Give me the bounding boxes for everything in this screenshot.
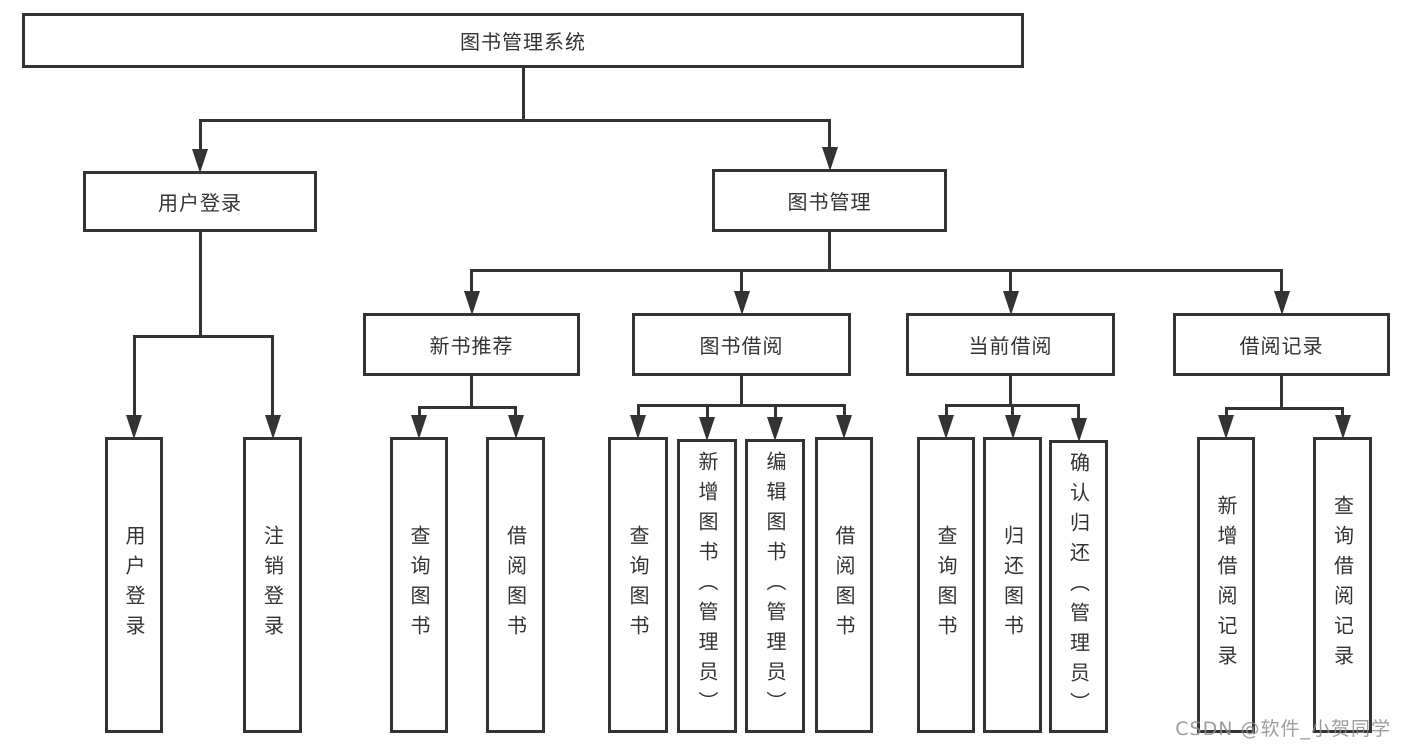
connector-branch-of-user-login: [132, 334, 274, 338]
connector-stem-to-book-mgmt: [828, 120, 831, 151]
connector-stem-to-book-borrow: [740, 270, 743, 295]
connector-stem-from-book-mgmt: [828, 232, 831, 272]
connector-stem-to-leaf-bb-add: [705, 405, 709, 421]
connector-branch-of-borrow-record: [1224, 406, 1344, 410]
connector-stem-to-leaf-bb-borrow: [842, 405, 846, 419]
arrowhead-down-icon: [192, 149, 208, 173]
watermark: CSDN @软件_小贺同学: [1175, 718, 1391, 740]
connector-branch-of-new-book-rec: [417, 405, 517, 409]
arrowhead-down-icon: [126, 415, 142, 439]
node-root: 图书管理系统: [22, 13, 1024, 68]
connector-stem-to-leaf-bb-edit: [773, 405, 777, 421]
node-leaf-user-login: 用户登录: [105, 437, 163, 733]
node-leaf-cb-query: 查询图书: [917, 437, 975, 733]
arrowhead-down-icon: [1070, 418, 1087, 442]
node-leaf-bb-add: 新增图书（管理员）: [677, 439, 737, 733]
connector-stem-to-leaf-user-login: [132, 336, 136, 419]
arrowhead-down-icon: [1273, 291, 1290, 315]
node-book-borrow: 图书借阅: [632, 313, 851, 376]
connector-stem-to-new-book-rec: [470, 270, 473, 295]
connector-stem-to-borrow-record: [1280, 270, 1283, 295]
arrowhead-down-icon: [1218, 415, 1234, 439]
node-borrow-record: 借阅记录: [1173, 313, 1390, 376]
connector-stem-from-user-login: [198, 232, 202, 338]
node-leaf-br-query: 查询借阅记录: [1313, 437, 1372, 733]
arrowhead-down-icon: [1004, 415, 1021, 439]
node-leaf-cb-return: 归还图书: [983, 437, 1042, 733]
connector-branch-of-book-mgmt: [470, 268, 1283, 272]
arrowhead-down-icon: [938, 415, 954, 439]
connector-stem-to-leaf-logout: [271, 336, 274, 419]
arrowhead-down-icon: [411, 415, 427, 439]
connector-stem-from-current-borrow: [1009, 376, 1012, 407]
node-new-book-rec: 新书推荐: [363, 313, 580, 376]
arrowhead-down-icon: [507, 415, 524, 439]
connector-stem-from-borrow-record: [1280, 376, 1283, 410]
arrowhead-down-icon: [821, 147, 838, 171]
node-leaf-bb-query: 查询图书: [608, 437, 668, 733]
connector-stem-to-leaf-cb-query: [944, 405, 948, 419]
node-book-mgmt: 图书管理: [712, 169, 947, 232]
connector-stem-to-leaf-br-add: [1224, 408, 1228, 419]
arrowhead-down-icon: [733, 291, 750, 315]
arrowhead-down-icon: [767, 417, 783, 441]
connector-branch-of-book-borrow: [636, 403, 846, 407]
arrowhead-down-icon: [630, 415, 646, 439]
node-leaf-logout: 注销登录: [243, 437, 302, 733]
connector-stem-from-book-borrow: [740, 376, 743, 407]
node-leaf-cb-confirm: 确认归还（管理员）: [1049, 440, 1108, 733]
arrowhead-down-icon: [836, 415, 852, 439]
node-leaf-nb-query: 查询图书: [390, 437, 448, 733]
connector-stem-from-new-book-rec: [470, 376, 473, 409]
arrowhead-down-icon: [1002, 291, 1019, 315]
connector-stem-to-leaf-nb-query: [417, 407, 421, 419]
node-current-borrow: 当前借阅: [906, 313, 1115, 376]
node-leaf-nb-borrow: 借阅图书: [486, 437, 545, 733]
connector-stem-to-leaf-nb-borrow: [514, 407, 517, 419]
node-leaf-bb-borrow: 借阅图书: [815, 437, 873, 733]
arrowhead-down-icon: [463, 291, 480, 315]
arrowhead-down-icon: [699, 417, 715, 441]
connector-branch-of-root: [198, 118, 831, 122]
node-user-login: 用户登录: [83, 171, 317, 232]
connector-stem-to-leaf-bb-query: [636, 405, 640, 419]
arrowhead-down-icon: [1334, 415, 1351, 439]
connector-stem-to-leaf-br-query: [1341, 408, 1344, 419]
connector-stem-to-leaf-cb-confirm: [1077, 405, 1080, 422]
connector-stem-to-current-borrow: [1009, 270, 1012, 295]
node-leaf-bb-edit: 编辑图书（管理员）: [745, 439, 805, 733]
connector-stem-to-user-login: [198, 120, 202, 153]
node-leaf-br-add: 新增借阅记录: [1197, 437, 1255, 733]
connector-stem-to-leaf-cb-return: [1011, 405, 1014, 419]
arrowhead-down-icon: [264, 415, 281, 439]
connector-stem-from-root: [521, 68, 525, 122]
